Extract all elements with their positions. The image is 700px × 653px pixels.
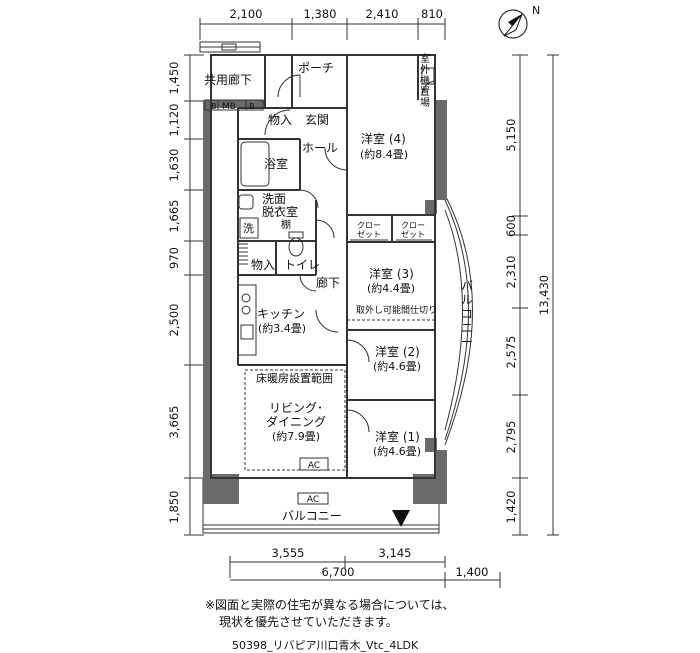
svg-text:ー: ー bbox=[461, 335, 473, 349]
plan-code: 50398_リバピア川口青木_Vtc_4LDK bbox=[232, 639, 419, 652]
label-room1-size: (約4.6畳) bbox=[373, 444, 421, 458]
dim-left-1: 1,450 bbox=[167, 62, 181, 95]
viewpoint-marker bbox=[392, 510, 410, 527]
label-living-size: (約7.9畳) bbox=[272, 429, 320, 443]
svg-text:室: 室 bbox=[420, 52, 430, 65]
label-hall: ホール bbox=[302, 141, 338, 155]
label-balcony-south: バルコニー bbox=[282, 509, 342, 523]
label-room3-name: 洋室 (3) bbox=[369, 266, 414, 281]
label-room2-size: (約4.6畳) bbox=[373, 359, 421, 373]
svg-text:外: 外 bbox=[420, 64, 430, 76]
label-closet2: クロー bbox=[401, 221, 425, 230]
label-balcony-east: バ ル コ ニ ー bbox=[461, 279, 473, 349]
dim-top-2: 1,380 bbox=[304, 7, 337, 21]
dim-bottom-2: 3,145 bbox=[379, 546, 412, 560]
label-living-1: リビング･ bbox=[269, 401, 323, 415]
dim-right-3: 2,310 bbox=[504, 256, 518, 289]
dim-top-3: 2,410 bbox=[366, 7, 399, 21]
compass-icon: N bbox=[498, 4, 540, 39]
svg-text:ニ: ニ bbox=[461, 321, 473, 335]
svg-text:置: 置 bbox=[420, 86, 430, 98]
dim-bottom-extra: 1,400 bbox=[456, 565, 489, 579]
label-ac1: AC bbox=[308, 461, 320, 471]
label-mb: MB bbox=[222, 102, 236, 112]
label-partition: 取外し可能間仕切り bbox=[356, 304, 437, 316]
label-kitchen-size: (約3.4畳) bbox=[258, 321, 306, 335]
label-closet1b: ゼット bbox=[357, 229, 381, 239]
label-closet2b: ゼット bbox=[401, 229, 425, 239]
label-storage-entry: 物入 bbox=[268, 113, 292, 127]
label-living-2: ダイニング bbox=[266, 414, 326, 429]
label-corridor: 廊下 bbox=[316, 275, 340, 290]
dim-bottom-total: 6,700 bbox=[322, 565, 355, 579]
dim-right-4: 2,575 bbox=[504, 336, 518, 369]
compass-n-label: N bbox=[532, 4, 540, 17]
disclaimer-note: ※図面と実際の住宅が異なる場合については、 現状を優先させていただきます。 bbox=[205, 597, 675, 631]
label-closet1: クロー bbox=[357, 221, 381, 230]
label-entrance: 玄関 bbox=[305, 112, 329, 127]
svg-text:機: 機 bbox=[420, 74, 430, 87]
label-b2: B bbox=[249, 102, 255, 111]
label-porch: ポーチ bbox=[298, 61, 334, 75]
dim-left-4: 1,665 bbox=[167, 200, 181, 233]
dim-right-6: 1,420 bbox=[504, 491, 518, 524]
label-bath: 浴室 bbox=[264, 156, 288, 171]
label-outdoor-unit: 室 外 機 置 場 bbox=[420, 52, 430, 109]
dim-top-1: 2,100 bbox=[230, 7, 263, 21]
dim-right-2: 600 bbox=[504, 215, 518, 237]
label-b1: B bbox=[211, 102, 217, 111]
dim-left-8: 1,850 bbox=[167, 491, 181, 524]
label-common-corridor: 共用廊下 bbox=[204, 72, 252, 87]
label-washroom-2: 脱衣室 bbox=[262, 204, 298, 219]
svg-text:場: 場 bbox=[420, 96, 430, 109]
dim-left-6: 2,500 bbox=[167, 304, 181, 337]
note-line-1: ※図面と実際の住宅が異なる場合については、 bbox=[205, 598, 455, 612]
svg-text:コ: コ bbox=[461, 307, 473, 321]
label-room4-name: 洋室 (4) bbox=[361, 131, 406, 146]
label-washer: 洗 bbox=[243, 222, 254, 235]
dim-right-total: 13,430 bbox=[537, 275, 551, 315]
label-kitchen: キッチン bbox=[257, 307, 305, 321]
dim-left-7: 3,665 bbox=[167, 406, 181, 439]
dim-right-1: 5,150 bbox=[504, 119, 518, 152]
dim-bottom-1: 3,555 bbox=[272, 546, 305, 560]
label-cabinet: 棚 bbox=[281, 218, 291, 231]
dim-left-3: 1,630 bbox=[167, 149, 181, 182]
label-toilet: トイレ bbox=[284, 258, 320, 272]
label-storage2: 物入 bbox=[251, 258, 275, 272]
label-washroom-1: 洗面 bbox=[262, 192, 286, 206]
dim-right-5: 2,795 bbox=[504, 421, 518, 454]
dim-top-4: 810 bbox=[421, 7, 443, 21]
label-room4-size: (約8.4畳) bbox=[360, 147, 408, 161]
label-room2-name: 洋室 (2) bbox=[375, 344, 420, 359]
svg-text:ル: ル bbox=[461, 293, 473, 307]
label-ac2: AC bbox=[307, 495, 319, 505]
note-line-2: 現状を優先させていただきます。 bbox=[219, 615, 398, 629]
dim-left-5: 970 bbox=[167, 247, 181, 269]
label-floor-heating: 床暖房設置範囲 bbox=[256, 371, 333, 385]
dim-left-2: 1,120 bbox=[167, 104, 181, 137]
label-room1-name: 洋室 (1) bbox=[375, 429, 420, 444]
svg-text:バ: バ bbox=[461, 279, 473, 293]
label-room3-size: (約4.4畳) bbox=[367, 281, 415, 295]
